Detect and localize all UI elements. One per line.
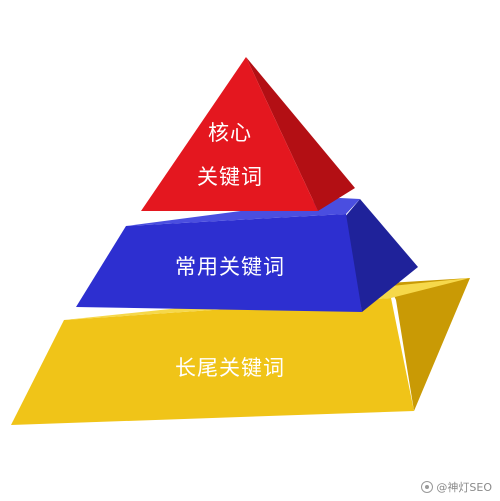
tier-middle-label: 常用关键词: [175, 255, 285, 279]
tier-bottom-right-face: [388, 278, 470, 411]
tier-bottom-front-face: [11, 298, 414, 425]
tier-bottom-label: 长尾关键词: [175, 356, 285, 380]
tier-top-label-line-1: 核心: [208, 121, 252, 145]
tier-top-front-face: [141, 57, 318, 211]
tier-top: [141, 57, 355, 211]
watermark-text: @神灯SEO: [436, 481, 492, 494]
tier-middle: [76, 198, 418, 312]
tier-middle-right-face: [344, 199, 418, 312]
tier-middle-front-face: [76, 214, 362, 312]
watermark-icon: [421, 481, 434, 493]
watermark: @神灯SEO: [421, 479, 492, 495]
tier-top-right-face: [246, 57, 355, 211]
tier-top-label-line-2: 关键词: [197, 165, 263, 189]
